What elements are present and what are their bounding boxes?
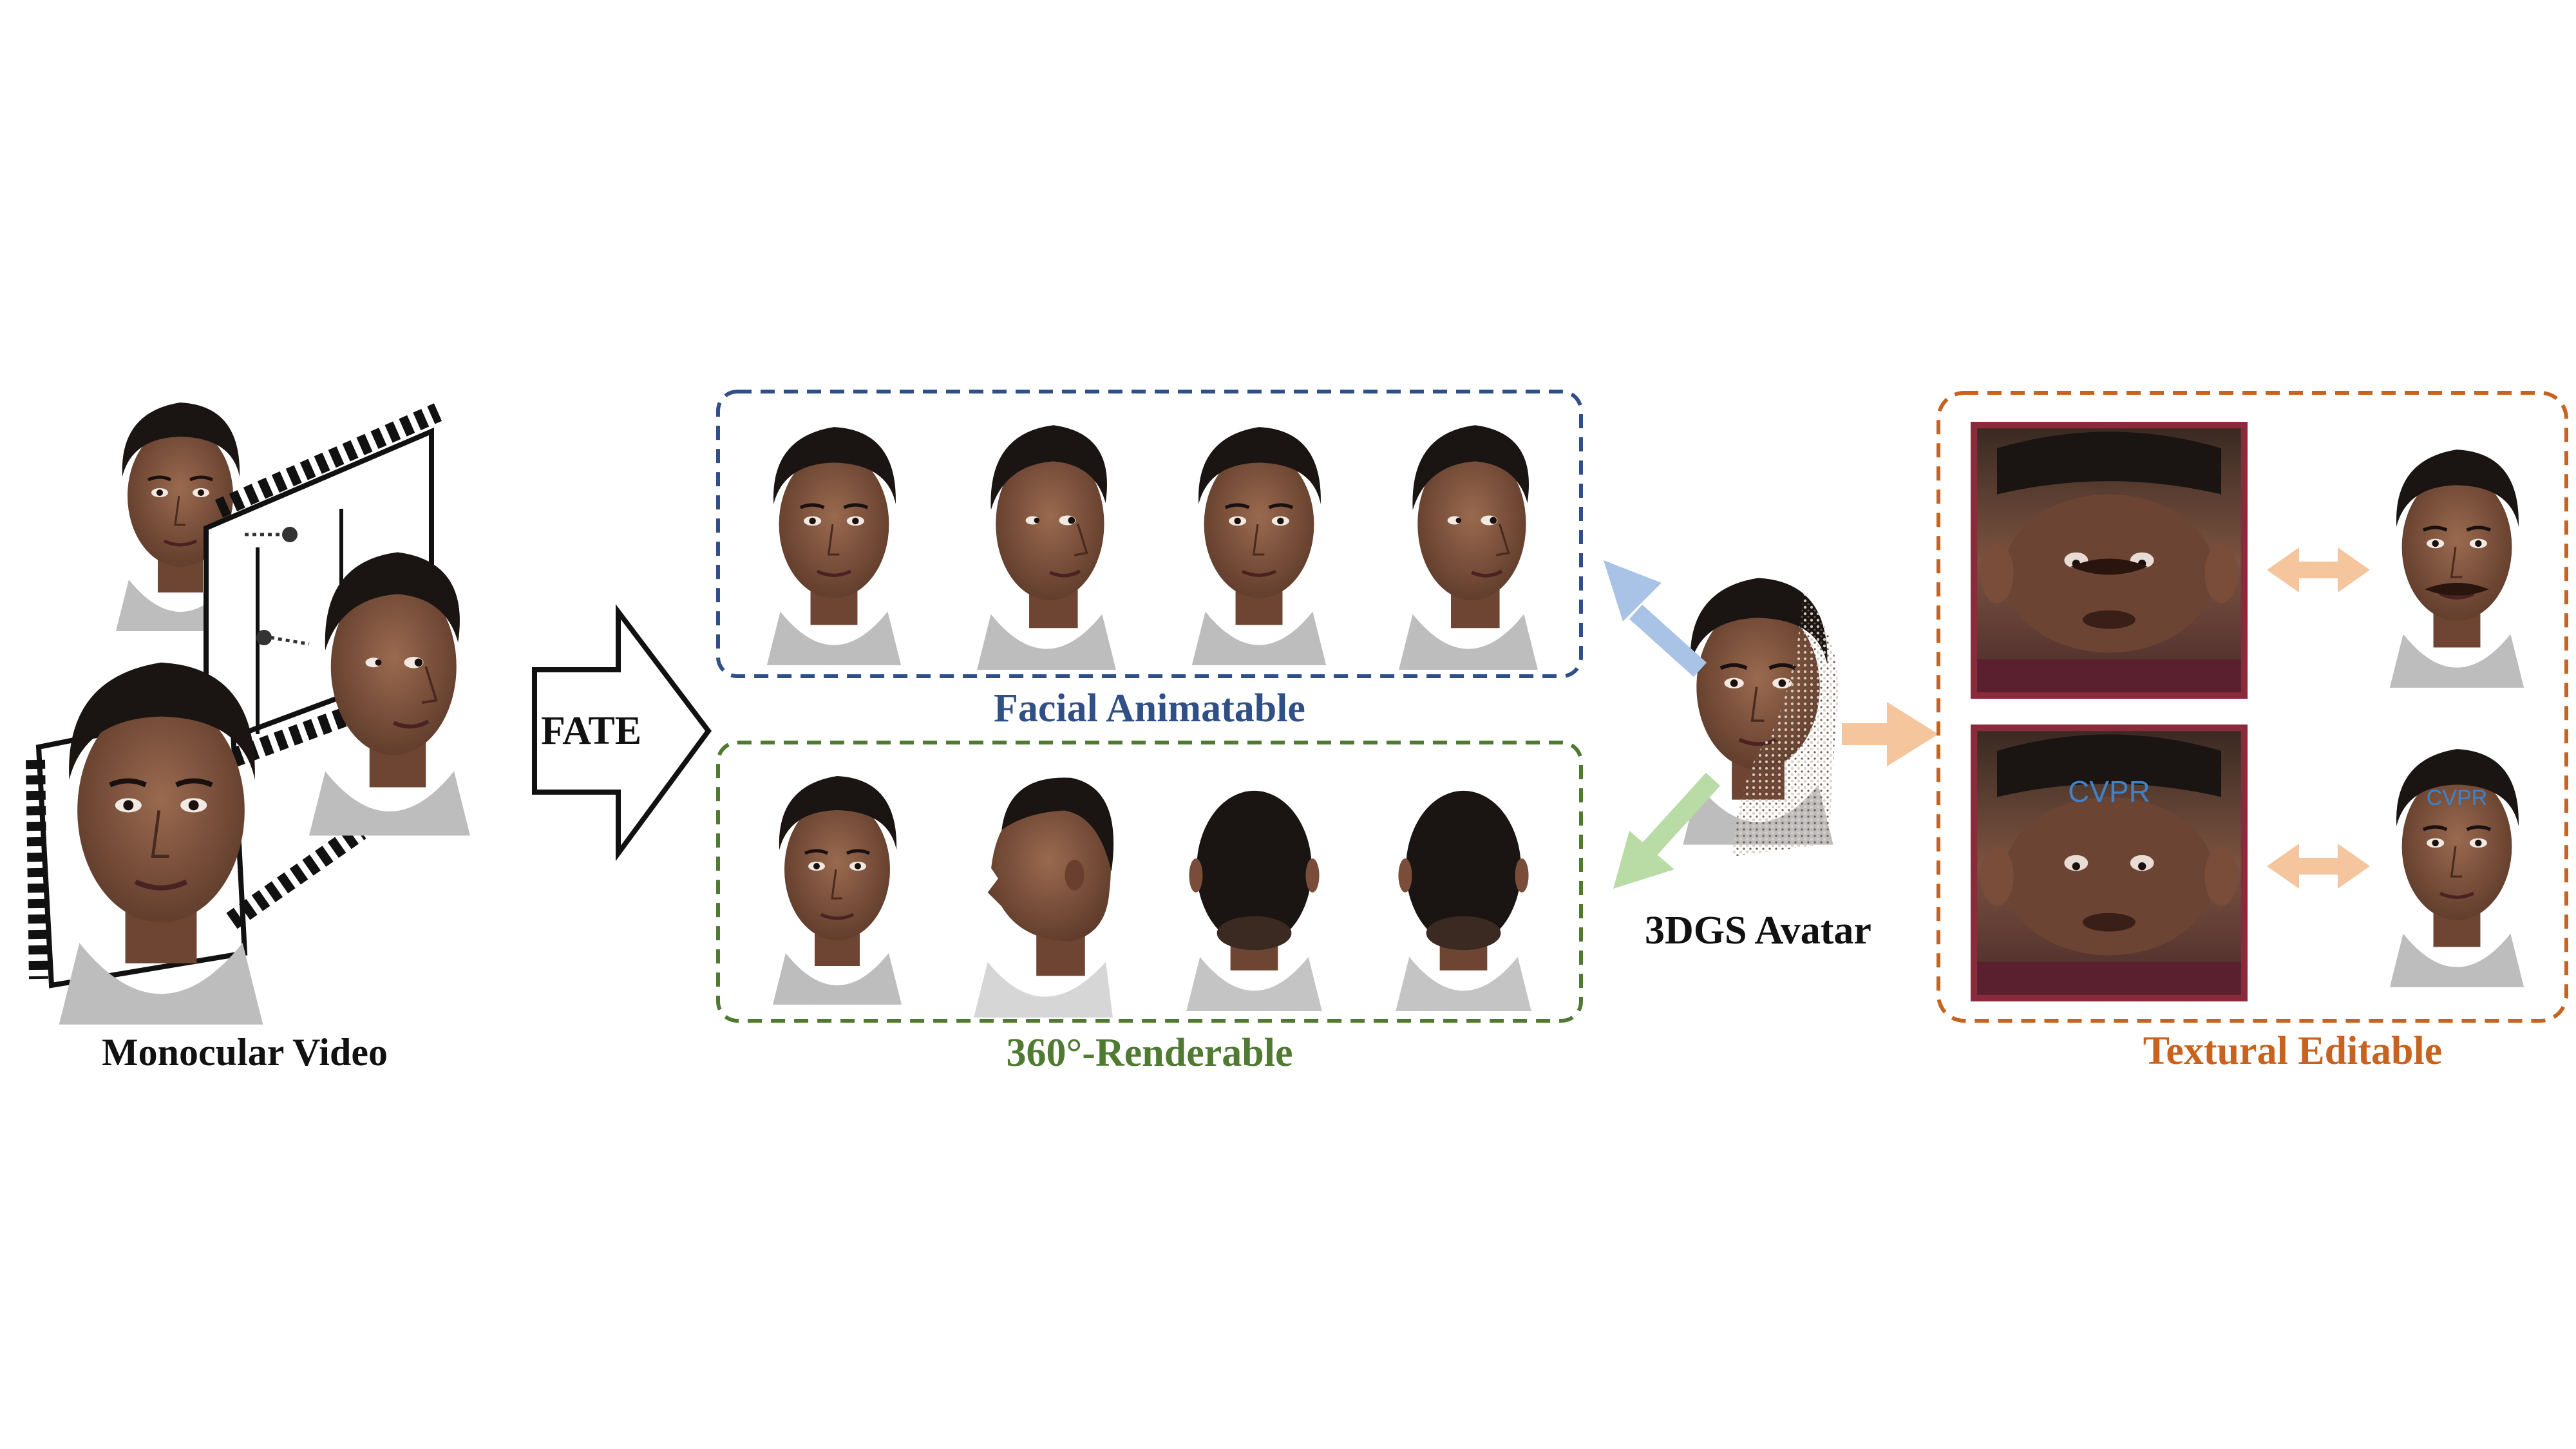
textural-editable-box <box>1937 391 2568 1023</box>
textural-editable-label: Textural Editable <box>2143 1029 2443 1073</box>
renderable-360-box <box>716 741 1583 1023</box>
renderable-360-label: 360°-Renderable <box>1006 1031 1293 1075</box>
avatar-3dgs-label: 3DGS Avatar <box>1645 909 1871 952</box>
texture-map-cvpr <box>1971 724 2248 1001</box>
arrow-to-facial <box>1629 604 1707 677</box>
edited-head-mustache <box>2390 450 2524 688</box>
double-arrow-icon <box>2267 547 2370 889</box>
monocular-video-label: Monocular Video <box>102 1031 388 1074</box>
hollow-arrow-icon <box>532 604 712 862</box>
facial-animatable-label: Facial Animatable <box>994 687 1305 730</box>
monocular-video-group <box>26 402 470 1025</box>
avatar-3dgs <box>1683 578 1839 857</box>
facial-animatable-heads <box>767 425 1538 670</box>
renderable-360-heads <box>773 776 1531 1018</box>
fate-label: FATE <box>541 709 642 753</box>
arrow-to-renderable <box>1641 772 1721 857</box>
facial-animatable-box <box>716 390 1583 678</box>
texture-cvpr-text: CVPR <box>2068 775 2150 808</box>
head-cvpr-text: CVPR <box>2427 786 2487 810</box>
edited-head-cvpr <box>2390 749 2524 987</box>
